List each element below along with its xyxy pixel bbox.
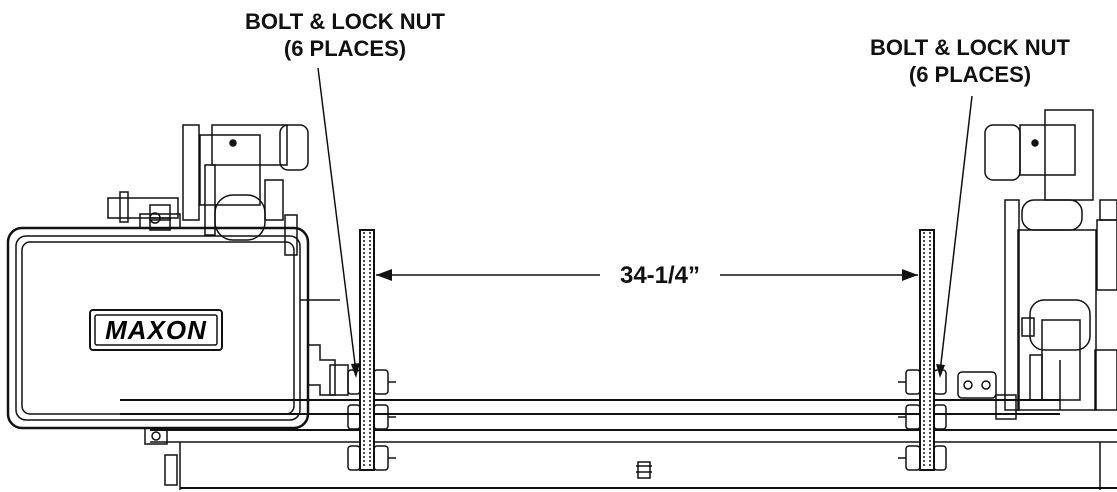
base-frame [150, 429, 1117, 490]
right-flange [898, 229, 947, 471]
right-bolt-bottom [898, 445, 947, 471]
callout-right: BOLT & LOCK NUT (6 PLACES) [830, 34, 1110, 88]
dimension-line [376, 269, 918, 281]
left-bolt-middle [347, 404, 396, 430]
left-bolt-bottom [347, 445, 396, 471]
callout-left: BOLT & LOCK NUT (6 PLACES) [195, 8, 495, 62]
dimension-label: 34-1/4” [600, 262, 720, 290]
callout-right-line2: (6 PLACES) [908, 62, 1032, 87]
left-flange [347, 229, 396, 471]
leader-lines [317, 67, 973, 378]
brand-logo-text: MAXON [105, 314, 207, 345]
center-fitting [636, 461, 652, 479]
control-box [6, 217, 310, 445]
brand-logo: MAXON [95, 315, 217, 345]
callout-left-line1: BOLT & LOCK NUT [244, 9, 445, 34]
right-mechanism [957, 109, 1117, 420]
left-mechanism [107, 124, 349, 396]
callout-right-line1: BOLT & LOCK NUT [869, 35, 1070, 60]
callout-left-line2: (6 PLACES) [283, 36, 407, 61]
right-bolt-middle [898, 404, 947, 430]
